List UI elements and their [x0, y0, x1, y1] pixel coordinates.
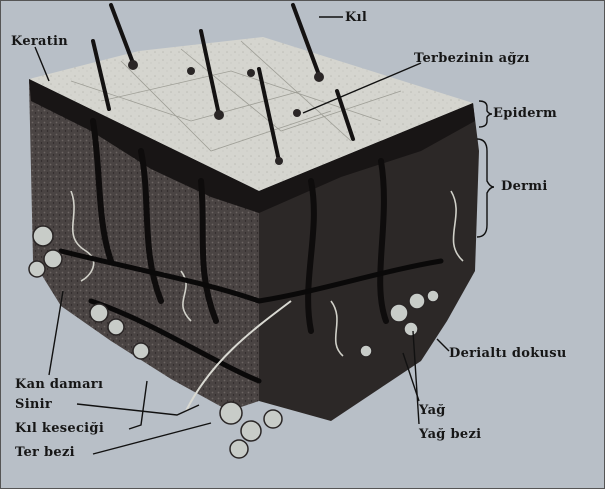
- label-ter-bezi: Ter bezi: [15, 445, 75, 460]
- label-yag: Yağ: [419, 403, 446, 418]
- label-derialti: Derialtı dokusu: [449, 346, 567, 361]
- label-kil: Kıl: [345, 10, 367, 25]
- label-yag-bezi: Yağ bezi: [419, 427, 481, 442]
- dermi-bracket: [477, 139, 494, 237]
- label-epiderm: Epiderm: [493, 106, 557, 121]
- label-sinir: Sinir: [15, 397, 52, 412]
- label-terbez-agzi: Terbezinin ağzı: [414, 51, 530, 66]
- epiderm-bracket: [479, 101, 492, 127]
- label-keratin: Keratin: [11, 34, 68, 49]
- label-kil-kesecigi: Kıl keseciği: [15, 421, 104, 436]
- label-kan-damari: Kan damarı: [15, 377, 103, 392]
- label-dermi: Dermi: [501, 179, 548, 194]
